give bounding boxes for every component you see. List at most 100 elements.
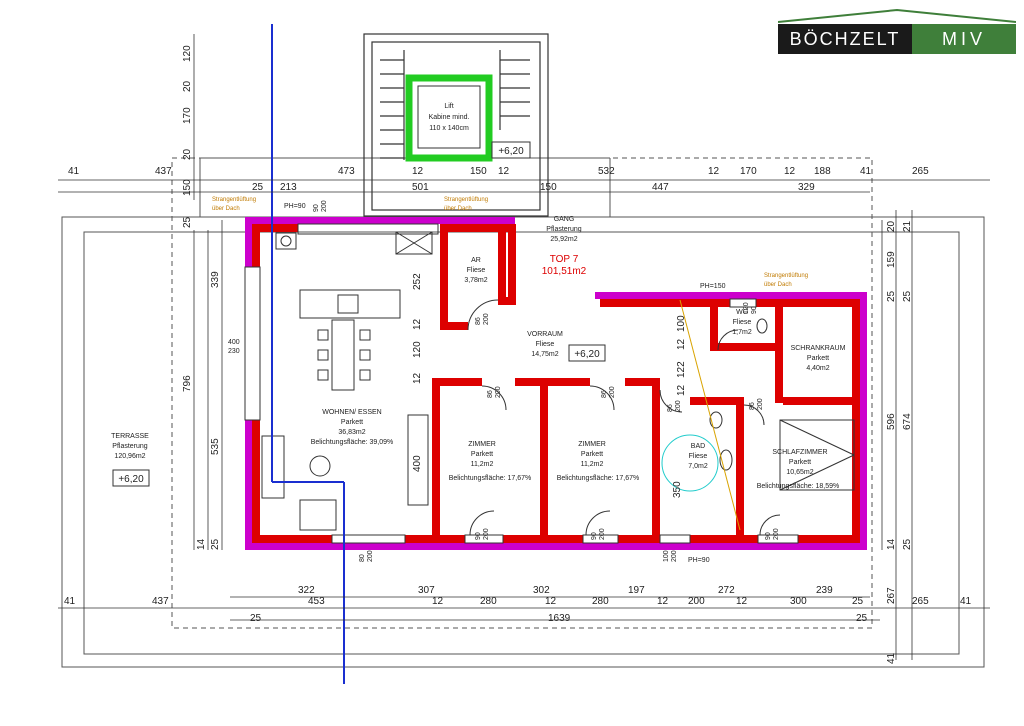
svg-text:473: 473	[338, 166, 355, 177]
svg-text:12: 12	[708, 166, 720, 177]
svg-text:12: 12	[657, 596, 669, 607]
svg-text:12: 12	[412, 318, 423, 330]
note-strang1-line1: Strangentlüftung	[212, 197, 256, 203]
vorraum-level: +6,20	[574, 349, 600, 360]
vorraum-area: 14,75m2	[531, 351, 558, 358]
svg-text:350: 350	[672, 481, 683, 498]
gang-name: GANG	[554, 216, 575, 223]
svg-text:197: 197	[628, 585, 645, 596]
wohnen-floor: Parkett	[341, 419, 363, 426]
svg-text:796: 796	[182, 375, 193, 392]
zimmer1-light: Belichtungsfläche: 17,67%	[449, 475, 532, 482]
room-labels: GANG Pflasterung 25,92m2 AR Fliese 3,78m…	[111, 216, 845, 490]
svg-text:265: 265	[912, 596, 929, 607]
svg-text:280: 280	[480, 596, 497, 607]
svg-text:12: 12	[736, 596, 748, 607]
brand-suffix: MIV	[912, 24, 1016, 54]
zimmer1-name: ZIMMER	[468, 441, 496, 448]
ar-name: AR	[471, 257, 481, 264]
dims-left: 120 20 170 20 150 25 339 796 535 14 25 4…	[182, 45, 240, 550]
svg-text:25: 25	[886, 290, 897, 302]
svg-text:25: 25	[250, 613, 262, 624]
svg-text:200: 200	[688, 596, 705, 607]
svg-text:200: 200	[757, 398, 764, 410]
bad-floor: Fliese	[689, 453, 708, 460]
svg-text:307: 307	[418, 585, 435, 596]
windows	[244, 266, 799, 544]
coffee-table	[309, 455, 331, 477]
schrank-floor: Parkett	[807, 355, 829, 362]
svg-text:150: 150	[182, 179, 193, 196]
svg-text:25: 25	[902, 290, 913, 302]
zimmer2-light: Belichtungsfläche: 17,67%	[557, 475, 640, 482]
gang-floor: Pflasterung	[546, 226, 582, 233]
svg-text:265: 265	[912, 166, 929, 177]
terrasse-level: +6,20	[118, 474, 144, 485]
bath-toilet	[719, 449, 733, 471]
dims-bottom-row1: 322 307 302 197 272 239	[298, 585, 833, 596]
svg-text:25: 25	[856, 613, 868, 624]
brand-logo: BÖCHZELT MIV	[778, 24, 1016, 54]
schrank-area: 4,40m2	[806, 365, 829, 372]
fridge-unit	[395, 231, 433, 255]
wc-name: WC	[736, 309, 748, 316]
unit-name: TOP 7	[550, 254, 579, 265]
logo-roof-line	[777, 8, 1017, 24]
svg-text:329: 329	[798, 182, 815, 193]
sink	[275, 232, 297, 250]
note-ph150: PH=150	[700, 283, 726, 290]
svg-text:100: 100	[676, 315, 687, 332]
doors	[467, 299, 781, 536]
lift-label: Lift	[444, 103, 453, 110]
bad-name: BAD	[691, 443, 705, 450]
stair-outer	[363, 33, 549, 217]
svg-text:25: 25	[182, 216, 193, 228]
lift-shaft: Lift Kabine mind. 110 x 140cm	[405, 74, 493, 162]
svg-text:200: 200	[675, 400, 682, 412]
svg-text:90: 90	[313, 204, 320, 212]
svg-text:230: 230	[228, 348, 240, 355]
dimension-lines	[58, 34, 990, 660]
stair-inner	[371, 41, 541, 211]
svg-text:200: 200	[483, 528, 490, 540]
note-ph90-bottom: PH=90	[688, 557, 710, 564]
svg-text:12: 12	[784, 166, 796, 177]
note-strang3-line2: über Dach	[764, 282, 792, 288]
cooktop	[337, 294, 359, 314]
armchair	[299, 499, 337, 531]
svg-text:437: 437	[155, 166, 172, 177]
terrace-outline-outer	[61, 216, 985, 668]
svg-text:25: 25	[252, 182, 264, 193]
dining-table	[331, 319, 355, 391]
svg-text:41: 41	[960, 596, 972, 607]
svg-text:200: 200	[367, 550, 374, 562]
svg-text:21: 21	[902, 220, 913, 232]
svg-text:90: 90	[765, 532, 772, 540]
svg-text:300: 300	[790, 596, 807, 607]
wc-floor: Fliese	[733, 319, 752, 326]
dims-inner: 252 12 120 12 400 100 12 122 12 350 86 2…	[313, 200, 758, 498]
svg-text:302: 302	[533, 585, 550, 596]
svg-text:12: 12	[498, 166, 510, 177]
lift-level: +6,20	[498, 146, 524, 157]
svg-text:213: 213	[280, 182, 297, 193]
svg-text:200: 200	[773, 528, 780, 540]
svg-text:200: 200	[671, 550, 678, 562]
terrasse-area: 120,96m2	[114, 453, 145, 460]
note-strang3-line1: Strangentlüftung	[764, 273, 808, 279]
gang-area: 25,92m2	[550, 236, 577, 243]
svg-text:80: 80	[359, 554, 366, 562]
wohnen-name: WOHNEN/ ESSEN	[322, 409, 382, 416]
unit-area: 101,51m2	[542, 266, 587, 277]
svg-text:150: 150	[470, 166, 487, 177]
svg-text:501: 501	[412, 182, 429, 193]
svg-text:12: 12	[412, 372, 423, 384]
svg-text:170: 170	[182, 107, 193, 124]
note-strang2-line2: über Dach	[444, 206, 472, 212]
svg-text:447: 447	[652, 182, 669, 193]
svg-text:122: 122	[676, 361, 687, 378]
terrace-outline-inner	[83, 231, 960, 655]
zimmer2-area: 11,2m2	[581, 461, 604, 468]
svg-text:20: 20	[886, 220, 897, 232]
